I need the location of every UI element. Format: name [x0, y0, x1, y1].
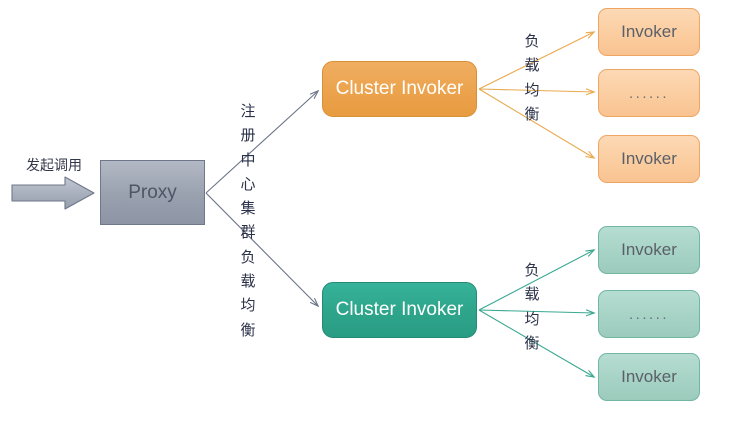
edge-proxy-to-cluster-orange: [205, 91, 318, 194]
registry-char: 心: [240, 175, 256, 193]
registry-char: 衡: [240, 321, 256, 339]
lb-char: 衡: [524, 334, 540, 352]
registry-char: 载: [240, 273, 256, 291]
cluster-invoker-teal-node[interactable]: Cluster Invoker: [322, 282, 477, 338]
clipped-title: [338, 0, 538, 7]
invoker-teal-node-2[interactable]: ......: [598, 290, 700, 338]
invoker-orange-node-2[interactable]: ......: [598, 69, 700, 117]
invoker-orange-label-3: Invoker: [621, 149, 677, 168]
lb-char: 负: [524, 33, 540, 50]
cluster-invoker-orange-node[interactable]: Cluster Invoker: [322, 61, 477, 117]
edge-proxy-to-cluster-teal: [205, 192, 318, 306]
registry-char: 集: [240, 200, 256, 218]
invoker-orange-label-1: Invoker: [621, 22, 677, 41]
registry-cluster-lb-label: 注 册 中 心 集 群 负 载 均 衡: [238, 100, 258, 343]
registry-char: 注: [240, 103, 256, 120]
lb-char: 负: [524, 262, 540, 279]
right-block-arrow-icon: [11, 176, 95, 210]
invoker-orange-node-3[interactable]: Invoker: [598, 135, 700, 183]
registry-char: 均: [240, 297, 256, 315]
registry-char: 册: [240, 127, 256, 145]
lb-char: 载: [524, 57, 540, 75]
registry-char: 群: [240, 224, 256, 242]
invoker-teal-node-3[interactable]: Invoker: [598, 353, 700, 401]
invoker-orange-node-1[interactable]: Invoker: [598, 8, 700, 56]
cluster-invoker-orange-label: Cluster Invoker: [335, 78, 464, 99]
proxy-node[interactable]: Proxy: [100, 160, 205, 225]
lb-char: 载: [524, 286, 540, 304]
load-balance-label-bottom: 负 载 均 衡: [522, 259, 542, 356]
invoker-teal-label-2: ......: [628, 305, 669, 323]
invoker-teal-label-3: Invoker: [621, 367, 677, 386]
entry-call-label: 发起调用: [26, 157, 82, 173]
registry-char: 中: [240, 151, 256, 169]
lb-char: 衡: [524, 105, 540, 123]
proxy-label: Proxy: [128, 181, 177, 203]
invoker-orange-label-2: ......: [628, 84, 669, 102]
invoker-teal-label-1: Invoker: [621, 240, 677, 259]
lb-char: 均: [524, 81, 540, 99]
registry-char: 负: [240, 248, 256, 266]
invoker-teal-node-1[interactable]: Invoker: [598, 226, 700, 274]
lb-char: 均: [524, 310, 540, 328]
cluster-invoker-teal-label: Cluster Invoker: [335, 299, 464, 320]
load-balance-label-top: 负 载 均 衡: [522, 30, 542, 127]
